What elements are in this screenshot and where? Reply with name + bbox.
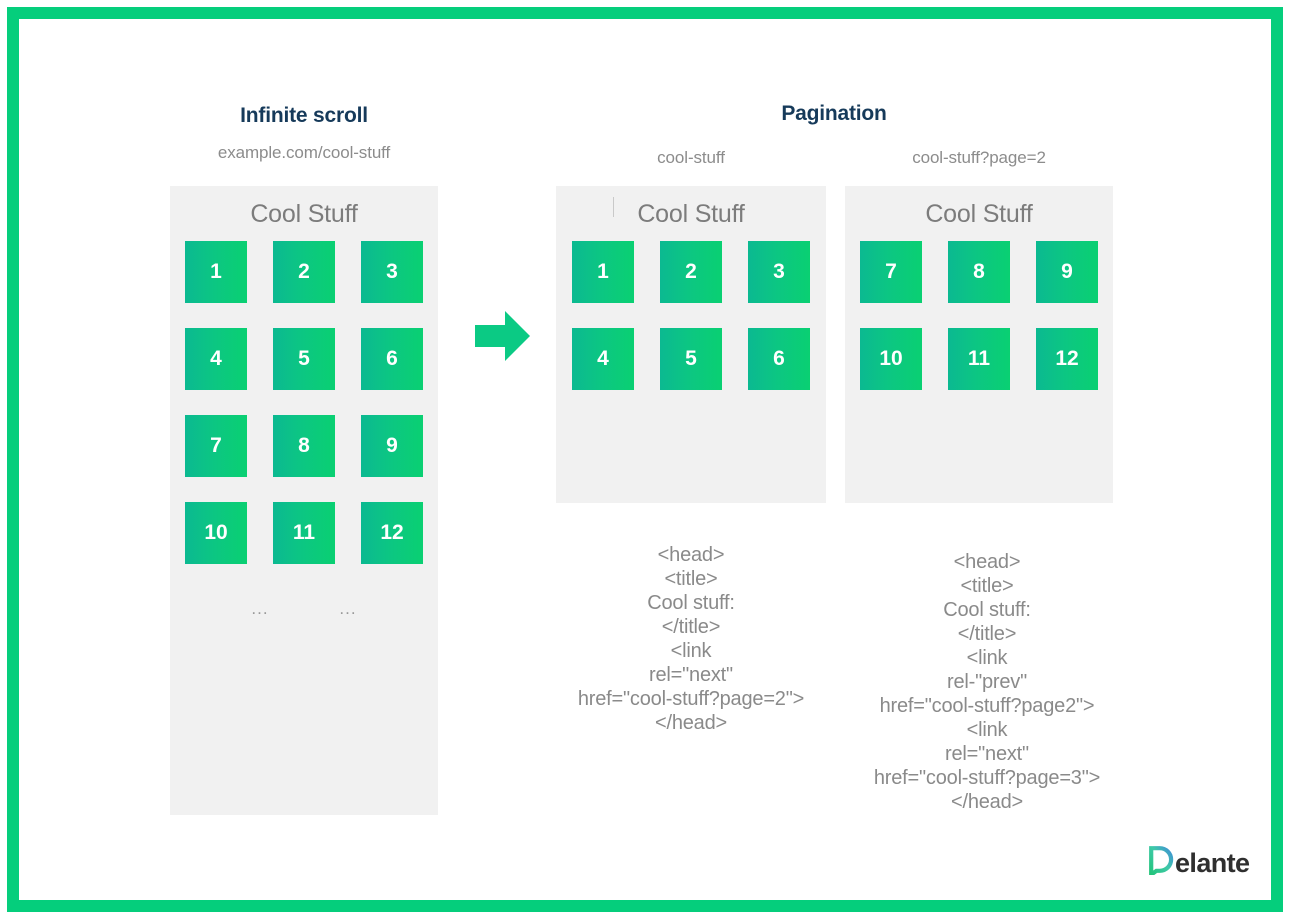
tile-cell: 11 <box>935 328 1023 390</box>
tile-cell: 10 <box>847 328 935 390</box>
content-tile[interactable]: 2 <box>660 241 722 303</box>
tile-cell: 3 <box>348 241 436 303</box>
delante-logo: elante <box>1148 846 1250 880</box>
content-tile[interactable]: 9 <box>361 415 423 477</box>
pagination-page2-url: cool-stuff?page=2 <box>912 148 1046 167</box>
content-tile[interactable]: 2 <box>273 241 335 303</box>
infinite-scroll-panel-title: Cool Stuff <box>250 200 358 228</box>
content-tile[interactable]: 4 <box>572 328 634 390</box>
content-tile[interactable]: 7 <box>185 415 247 477</box>
arrow-right-icon <box>475 308 531 364</box>
content-tile[interactable]: 3 <box>361 241 423 303</box>
content-tile[interactable]: 12 <box>361 502 423 564</box>
tile-cell: 9 <box>1023 241 1111 303</box>
text-cursor-artifact <box>613 197 614 217</box>
content-tile[interactable]: 4 <box>185 328 247 390</box>
infinite-scroll-url: example.com/cool-stuff <box>217 143 391 162</box>
tile-cell: 4 <box>559 328 647 390</box>
pagination-page2-panel-title: Cool Stuff <box>925 200 1033 228</box>
tile-cell: 10 <box>172 502 260 564</box>
tile-cell: 6 <box>735 328 823 390</box>
tile-cell: 12 <box>348 502 436 564</box>
content-tile[interactable]: 10 <box>185 502 247 564</box>
tile-cell: 11 <box>260 502 348 564</box>
tile-cell: 1 <box>172 241 260 303</box>
content-tile[interactable]: 9 <box>1036 241 1098 303</box>
tile-cell: 4 <box>172 328 260 390</box>
tile-cell: 8 <box>935 241 1023 303</box>
delante-logo-d-icon <box>1148 846 1174 880</box>
content-tile[interactable]: 10 <box>860 328 922 390</box>
ellipsis-indicator: ... <box>339 599 357 618</box>
tile-cell: 7 <box>172 415 260 477</box>
tile-cell: 12 <box>1023 328 1111 390</box>
tile-cell: 9 <box>348 415 436 477</box>
tile-cell: 3 <box>735 241 823 303</box>
pagination-page1-panel-title: Cool Stuff <box>637 200 745 228</box>
content-tile[interactable]: 8 <box>948 241 1010 303</box>
tile-cell: 2 <box>260 241 348 303</box>
pagination-page2-code: <head> <title> Cool stuff: </title> <lin… <box>873 551 1101 813</box>
tile-cell: 6 <box>348 328 436 390</box>
tile-cell: 5 <box>647 328 735 390</box>
content-tile[interactable]: 6 <box>361 328 423 390</box>
tile-cell: 2 <box>647 241 735 303</box>
content-tile[interactable]: 11 <box>273 502 335 564</box>
content-tile[interactable]: 7 <box>860 241 922 303</box>
tile-cell: 1 <box>559 241 647 303</box>
tile-cell: 8 <box>260 415 348 477</box>
pagination-page1-code: <head> <title> Cool stuff: </title> <lin… <box>577 544 805 734</box>
ellipsis-indicator: ... <box>251 599 269 618</box>
tile-cell: 5 <box>260 328 348 390</box>
pagination-page1-url: cool-stuff <box>657 148 725 167</box>
content-tile[interactable]: 12 <box>1036 328 1098 390</box>
tile-cell: 7 <box>847 241 935 303</box>
content-tile[interactable]: 3 <box>748 241 810 303</box>
content-tile[interactable]: 11 <box>948 328 1010 390</box>
content-tile[interactable]: 6 <box>748 328 810 390</box>
content-tile[interactable]: 5 <box>273 328 335 390</box>
content-tile[interactable]: 1 <box>572 241 634 303</box>
infinite-scroll-heading: Infinite scroll <box>240 104 368 127</box>
content-tile[interactable]: 5 <box>660 328 722 390</box>
content-tile[interactable]: 8 <box>273 415 335 477</box>
content-tile[interactable]: 1 <box>185 241 247 303</box>
pagination-heading: Pagination <box>781 102 887 125</box>
delante-logo-text: elante <box>1175 847 1250 878</box>
